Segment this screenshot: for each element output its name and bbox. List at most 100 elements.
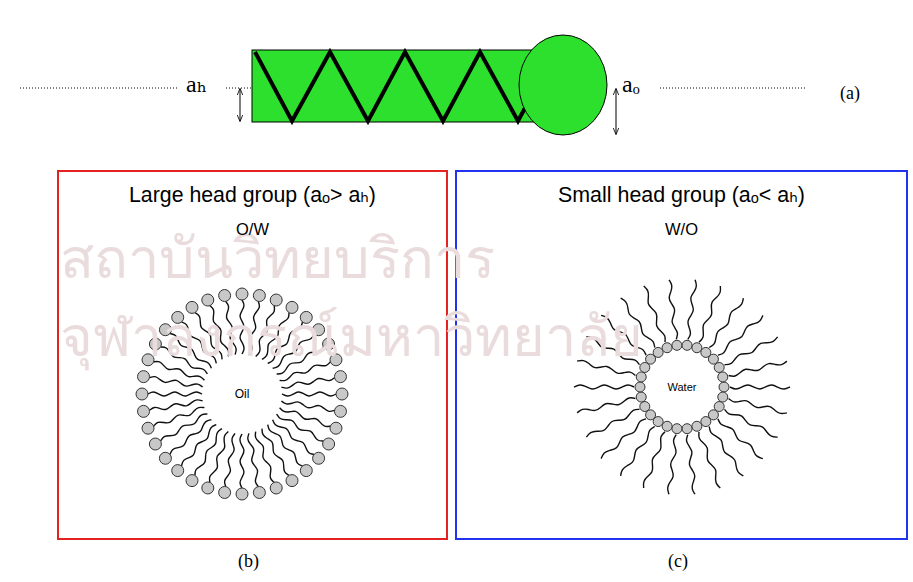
surfactant-tail [249,301,259,354]
surfactant-tail [688,280,697,340]
surfactant-head [330,422,342,434]
dimension-arrow [240,89,241,121]
dimension-label: aₒ [622,71,640,97]
reverse-micelle: Water [562,267,802,507]
watermark: จุฬาลงกรณ์มหาวิทยาลัย [60,306,900,368]
surfactant-head [672,340,682,350]
surfactant-head [142,354,154,366]
surfactant-head [692,421,702,431]
surfactant-head [323,338,335,350]
surfactant-head [662,343,672,353]
surfactant-head [714,362,724,372]
surfactant-tail [210,306,229,357]
surfactant-head [253,486,265,498]
surfactant-head [286,301,298,313]
surfactant-tail [574,385,634,389]
surfactant-head [270,294,282,306]
surfactant-tail [280,362,331,381]
surfactant-tail [281,378,334,388]
surfactant-head [186,301,198,313]
surfactant-tail [686,435,695,495]
surfactant-tail [729,398,787,413]
surfactant-tail [262,429,289,476]
surfactant-tail [281,401,334,411]
surfactant-tail [577,360,635,375]
surfactant-head [313,324,325,336]
panel-heading: Large head group (aₒ> aₕ) [59,182,446,208]
surfactant-head [636,392,646,402]
surfactant-tail [268,322,303,363]
surfactant-tail [280,408,331,427]
surfactant-tail [586,337,639,365]
surfactant-tail [282,392,336,396]
surfactant-head [142,422,154,434]
surfactant-head [701,417,711,427]
surfactant-head [300,311,312,323]
surfactant-head [236,488,248,500]
surfactant-tail [149,400,202,410]
surfactant-tail [644,286,666,342]
surfactant-head [719,382,729,392]
surfactant-head [186,475,198,487]
core-label: Oil [235,387,250,401]
core-label: Water [668,381,697,393]
surfactant-head [219,290,231,302]
emulsion-type: W/O [457,220,906,240]
surfactant-head [334,371,346,383]
surfactant-tail [725,337,778,365]
surfactant-tail [277,347,324,374]
surfactant-head [138,405,150,417]
surfactant-tail [262,313,289,360]
surfactant-tail [182,322,217,363]
surfactant-tail [148,392,202,396]
surfactant-tail [161,414,208,441]
surfactant-tail [273,334,314,369]
surfactant-head [286,475,298,487]
surfactant-tail [621,427,655,476]
surfactant-head [640,402,650,412]
dimension-arrow [616,89,617,134]
surfactant-head [149,438,161,450]
surfactant-head [136,388,148,400]
surfactant-tail [669,280,678,340]
surfactant-head [653,347,663,357]
surfactant-tail [182,425,217,466]
surfactant-tail [225,433,235,486]
surfactant-head [330,354,342,366]
surfactant-tail [240,300,244,354]
panel-heading: Small head group (aₒ< aₕ) [457,182,906,208]
tail-zigzag [255,52,555,121]
surfactant-head [172,311,184,323]
tail-rect [252,50,560,122]
surfactant-tail [586,409,639,437]
surfactant-tail [209,432,228,483]
surfactant-head [202,482,214,494]
surfactant-tail [668,435,677,495]
surfactant-head [636,372,646,382]
surfactant-head [635,382,645,392]
surfactant-tail [255,432,274,483]
surfactant-tail [170,334,211,369]
surfactant-tail [161,347,208,374]
emulsion-type: O/W [59,220,446,239]
surfactant-head [682,424,692,434]
surfactant-head [334,405,346,417]
surfactant-tail [240,434,244,488]
watermark: สถาบันวิทยบริการ [60,228,900,290]
surfactant-head [718,372,728,382]
dimension-label: aₕ [186,71,207,97]
surfactant-tail [256,306,275,357]
surfactant-tail [273,420,314,455]
surfactant-head [300,465,312,477]
surfactant-head [662,421,672,431]
surfactant-head [336,388,348,400]
head-ellipse [519,35,607,135]
surfactant-tail [730,385,790,389]
surfactant-head [236,288,248,300]
surfactant-tail [226,301,236,354]
surfactant-head [323,438,335,450]
surfactant-head [672,424,682,434]
surfactant-head [149,338,161,350]
surfactant-tail [577,398,635,413]
